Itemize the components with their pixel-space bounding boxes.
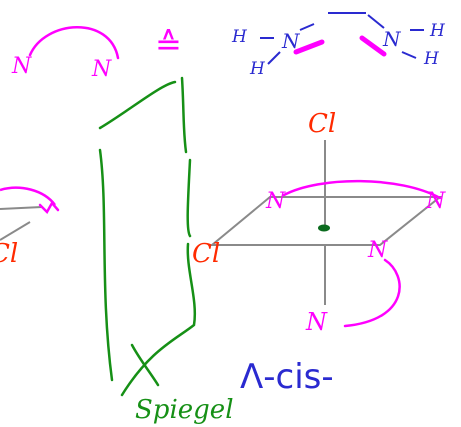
lone-pair-2 [359,35,387,57]
n-label-bottom: N [305,308,328,336]
formula-bond-2 [299,23,315,31]
formula-bond-7 [401,51,417,59]
formula-bond-4 [367,14,385,29]
fragment-bond-lower [0,221,31,241]
formula-h-2: H [429,21,446,41]
formula-bond-6 [267,51,281,65]
n-label-left-1: N [11,54,32,79]
n-label-front: N [367,238,388,263]
mirror-plane: Spiegel [98,76,234,425]
mirror-bottom-mark [130,343,160,387]
octahedral-complex: Cl Cl N N N N [192,109,446,336]
mirror-label: Spiegel [135,395,234,425]
isomer-label: Λ-cis- [240,357,334,397]
congruent-symbol: ≙ [155,25,182,63]
mirror-outline-right [120,76,196,397]
upper-chelate-arc [282,179,442,200]
formula-n-1: N [281,29,301,53]
lone-pair-1 [293,39,325,55]
metal-center [318,224,330,232]
formula-h-1: H [231,27,248,47]
n-label-top-left: N [265,189,286,214]
lower-chelate-arc [343,258,401,328]
chelate-arc-left [28,26,120,60]
cl-label-left: Cl [192,239,220,269]
formula-n-2: N [382,27,402,51]
cl-label-top: Cl [308,109,336,139]
fragment-n-mark [38,200,60,215]
mirror-outline-left [98,80,177,382]
formula-h-4: H [423,49,440,69]
fragment-chelate-arc [0,186,57,206]
chelate-pair-left: N N [11,26,120,82]
formula-h-3: H [249,59,266,79]
n-label-left-2: N [91,57,112,82]
mirror-complex-fragment: Cl [0,186,60,269]
n-label-top-right: N [425,189,446,214]
equatorial-plane [209,196,443,246]
ethylenediamine-formula: H N N H H H [231,12,446,79]
cl-label-edge: Cl [0,239,18,269]
fragment-bond-upper [0,206,43,210]
